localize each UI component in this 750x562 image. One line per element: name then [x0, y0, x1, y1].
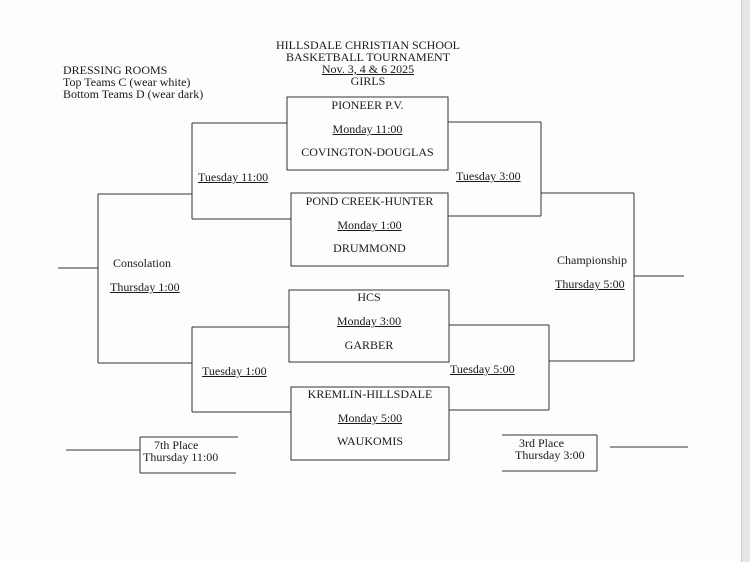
third-place-label: 3rd Place	[519, 436, 564, 450]
championship-label: Championship	[557, 253, 628, 267]
game-box-3	[288, 289, 450, 363]
division-label: GIRLS	[350, 74, 386, 88]
game3-time: Monday 3:00	[336, 314, 402, 328]
game1-time: Monday 11:00	[332, 122, 403, 136]
consolation-semi-top-time: Tuesday 11:00	[198, 170, 269, 184]
page-edge	[741, 0, 750, 562]
dressing-rooms-top: Top Teams C (wear white)	[63, 75, 191, 89]
game1-bottom-team: COVINGTON-DOUGLAS	[301, 145, 434, 159]
consolation-label: Consolation	[113, 256, 172, 270]
seventh-place-label: 7th Place	[154, 438, 199, 452]
game2-top-team: POND CREEK-HUNTER	[305, 194, 434, 208]
dressing-rooms-bottom: Bottom Teams D (wear dark)	[63, 87, 204, 101]
semifinal-top-time: Tuesday 3:00	[456, 169, 521, 183]
game3-bottom-team: GARBER	[344, 338, 394, 352]
game4-top-team: KREMLIN-HILLSDALE	[307, 387, 433, 401]
third-place-time: Thursday 3:00	[515, 448, 585, 462]
game-box-1	[286, 96, 449, 171]
game4-bottom-team: WAUKOMIS	[337, 434, 403, 448]
game2-bottom-team: DRUMMOND	[333, 241, 406, 255]
game3-top-team: HCS	[357, 290, 381, 304]
seventh-place-time: Thursday 11:00	[143, 450, 219, 464]
dressing-rooms-title: DRESSING ROOMS	[63, 63, 168, 77]
tournament-dates: Nov. 3, 4 & 6 2025	[321, 62, 415, 76]
consolation-semi-bottom-time: Tuesday 1:00	[202, 364, 267, 378]
consolation-time: Thursday 1:00	[110, 280, 180, 294]
tournament-name: BASKETBALL TOURNAMENT	[285, 50, 451, 64]
game-box-4	[290, 386, 450, 461]
game4-time: Monday 5:00	[337, 411, 403, 425]
game1-top-team: PIONEER P.V.	[331, 98, 404, 112]
semifinal-bottom-time: Tuesday 5:00	[450, 362, 515, 376]
game-box-2	[290, 192, 449, 267]
game2-time: Monday 1:00	[337, 218, 402, 232]
school-name: HILLSDALE CHRISTIAN SCHOOL	[276, 38, 460, 52]
championship-time: Thursday 5:00	[555, 277, 625, 291]
